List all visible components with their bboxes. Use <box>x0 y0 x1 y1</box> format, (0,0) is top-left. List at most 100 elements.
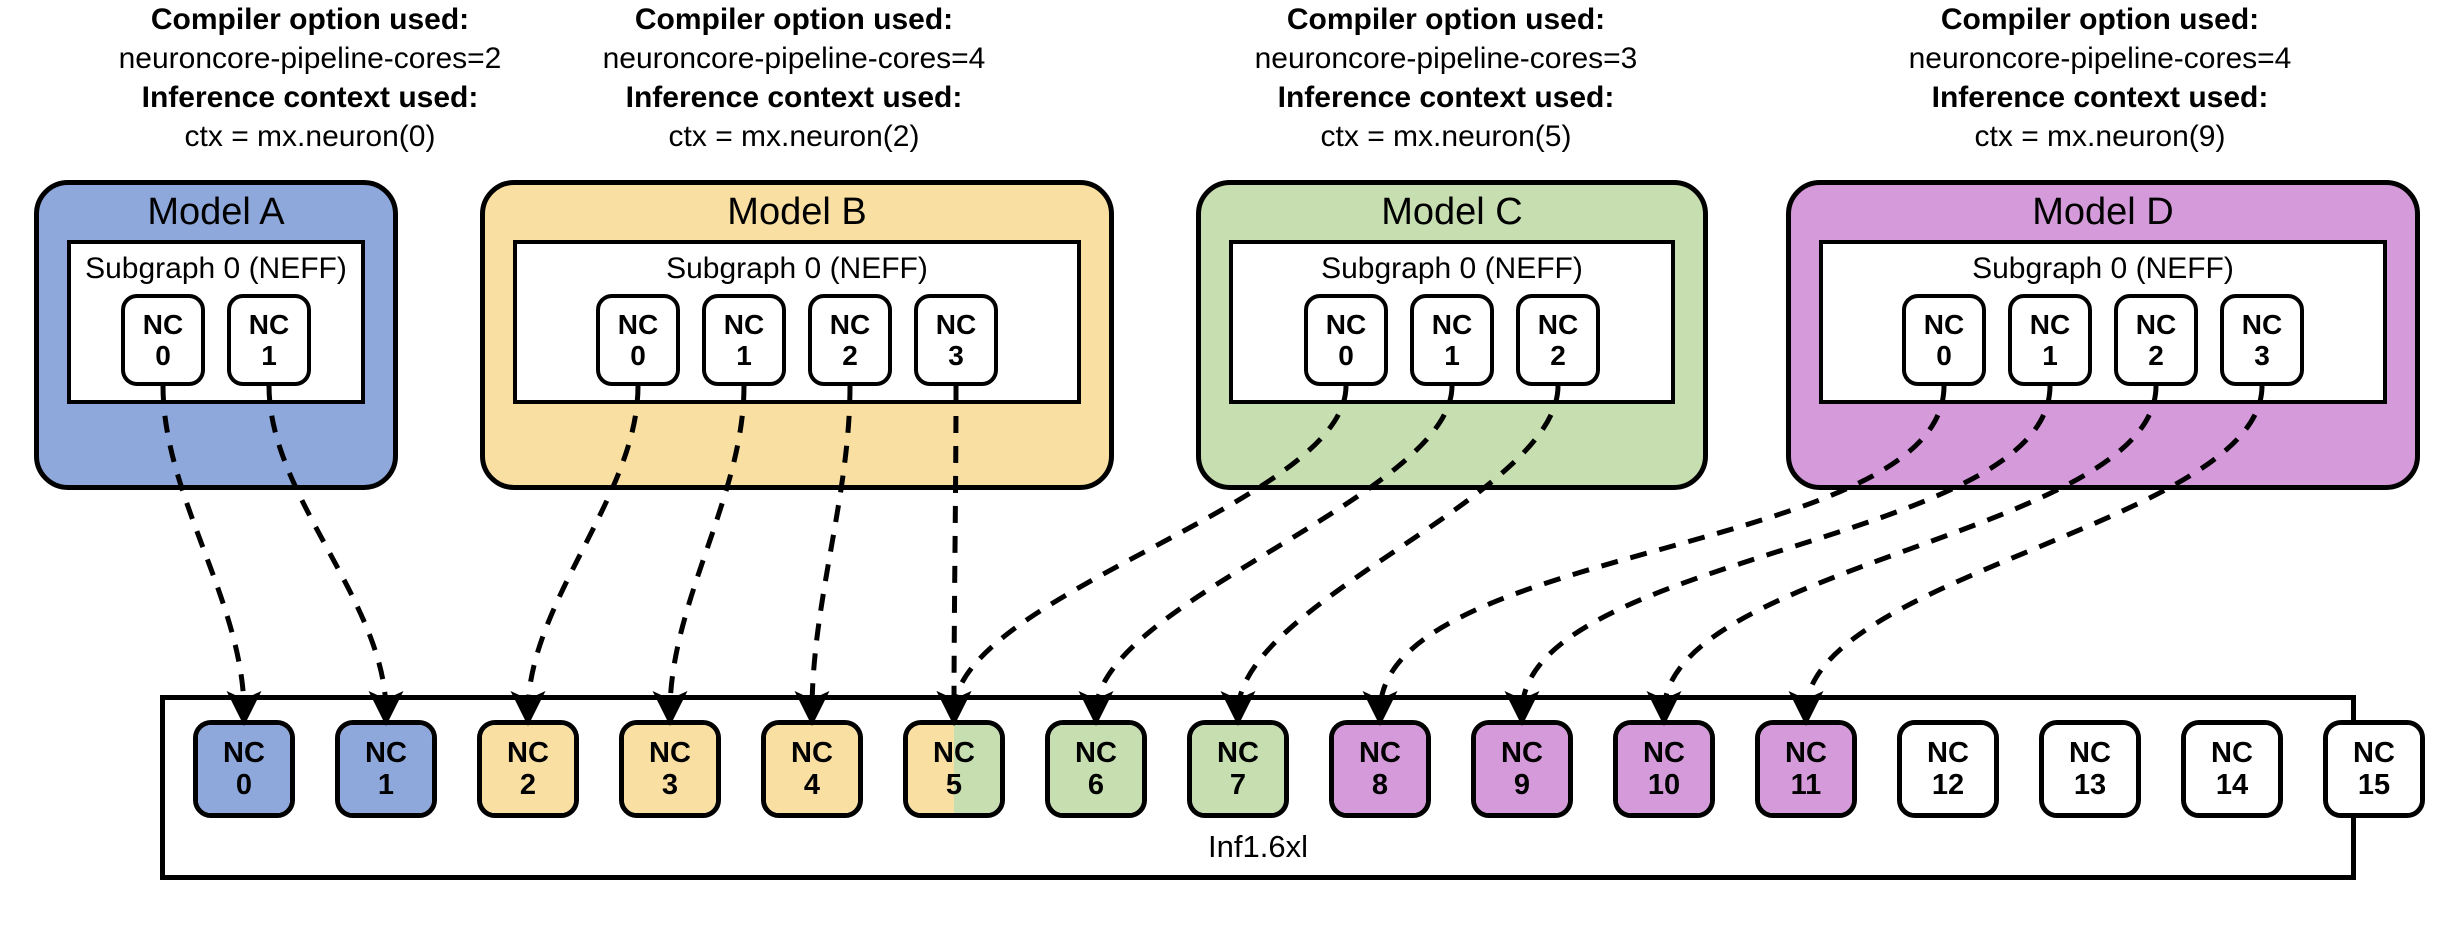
nc-label: NC <box>2135 308 2177 340</box>
subgraph-box: Subgraph 0 (NEFF) NC 0 NC 1 NC 2 NC 3 <box>513 239 1081 404</box>
inference-context-value: ctx = mx.neuron(5) <box>1320 120 1572 153</box>
nc-label: NC <box>723 308 765 340</box>
core-fill <box>1050 725 1142 813</box>
compiler-option-value: neuroncore-pipeline-cores=4 <box>602 42 986 75</box>
inference-context-value: ctx = mx.neuron(9) <box>1974 120 2226 153</box>
compiler-option-value: neuroncore-pipeline-cores=2 <box>118 42 502 75</box>
neuroncore-chiclet[interactable]: NC 2 <box>808 293 892 386</box>
nc-number: 1 <box>377 769 395 801</box>
core-fill <box>198 725 290 813</box>
neuroncore-chiclet[interactable]: NC 0 <box>121 293 205 386</box>
nc-number: 11 <box>1790 769 1822 801</box>
nc-number: 4 <box>803 769 821 801</box>
nc-number: 9 <box>1513 769 1531 801</box>
compiler-option-label: Compiler option used: <box>1940 3 2260 36</box>
core-fill <box>1334 725 1426 813</box>
nc-label: NC <box>142 308 184 340</box>
neuroncore-chiclet[interactable]: NC 1 <box>1410 293 1494 386</box>
neuroncore-chiclet[interactable]: NC 0 <box>596 293 680 386</box>
neuroncore-row: NC 0 NC 1 NC 2 NC 3 <box>596 293 998 386</box>
nc-label: NC <box>1927 736 1969 769</box>
neuroncore-row: NC 0 NC 1 <box>121 293 311 386</box>
nc-label: NC <box>365 736 407 769</box>
neuroncore-chiclet[interactable]: NC 1 <box>227 293 311 386</box>
nc-number: 5 <box>945 769 963 801</box>
core-fill-right <box>954 725 1000 813</box>
inference-context-label: Inference context used: <box>1277 81 1615 114</box>
nc-label: NC <box>1501 736 1543 769</box>
neuroncore-chiclet[interactable]: NC 0 <box>1902 293 1986 386</box>
subgraph-title: Subgraph 0 (NEFF) <box>1321 251 1583 285</box>
neuroncore-chiclet[interactable]: NC 0 <box>1304 293 1388 386</box>
model-card-a[interactable]: Model A Subgraph 0 (NEFF) NC 0 NC 1 <box>34 180 398 490</box>
compiler-option-value: neuroncore-pipeline-cores=3 <box>1254 42 1638 75</box>
neuroncore-chiclet[interactable]: NC 1 <box>702 293 786 386</box>
model-card-b[interactable]: Model B Subgraph 0 (NEFF) NC 0 NC 1 NC 2… <box>480 180 1114 490</box>
nc-number: 3 <box>2254 339 2270 371</box>
nc-label: NC <box>933 736 975 769</box>
subgraph-box: Subgraph 0 (NEFF) NC 0 NC 1 NC 2 NC 3 <box>1819 239 2387 404</box>
core-fill <box>1902 725 1994 813</box>
core-fill <box>2328 725 2420 813</box>
core-fill <box>340 725 432 813</box>
nc-number: 0 <box>155 339 171 371</box>
caption-model-b: Compiler option used: neuroncore-pipelin… <box>484 0 1104 156</box>
nc-number: 2 <box>519 769 537 801</box>
nc-label: NC <box>2211 736 2253 769</box>
nc-number: 3 <box>948 339 964 371</box>
nc-label: NC <box>2353 736 2395 769</box>
caption-model-d: Compiler option used: neuroncore-pipelin… <box>1790 0 2410 156</box>
neuroncore-chiclet[interactable]: NC 2 <box>1516 293 1600 386</box>
nc-label: NC <box>791 736 833 769</box>
nc-number: 15 <box>2357 769 2391 801</box>
neuroncore-chiclet[interactable]: NC 1 <box>2008 293 2092 386</box>
nc-label: NC <box>2069 736 2111 769</box>
nc-label: NC <box>507 736 549 769</box>
neuroncore-chiclet[interactable]: NC 2 <box>2114 293 2198 386</box>
model-title: Model C <box>1381 191 1523 233</box>
nc-number: 0 <box>235 769 253 801</box>
neuroncore-chiclet[interactable]: NC 3 <box>914 293 998 386</box>
nc-label: NC <box>1923 308 1965 340</box>
nc-number: 2 <box>1550 339 1566 371</box>
model-title: Model A <box>147 191 285 233</box>
model-card-c[interactable]: Model C Subgraph 0 (NEFF) NC 0 NC 1 NC 2 <box>1196 180 1708 490</box>
nc-label: NC <box>248 308 290 340</box>
compiler-option-label: Compiler option used: <box>1286 3 1606 36</box>
neuroncore-row: NC 0 NC 1 NC 2 NC 3 <box>1902 293 2304 386</box>
core-fill <box>1618 725 1710 813</box>
nc-label: NC <box>2029 308 2071 340</box>
neuroncore-chiclet[interactable]: NC 3 <box>2220 293 2304 386</box>
nc-label: NC <box>1431 308 1473 340</box>
subgraph-box: Subgraph 0 (NEFF) NC 0 NC 1 NC 2 <box>1229 239 1675 404</box>
nc-number: 1 <box>736 339 752 371</box>
nc-number: 3 <box>661 769 679 801</box>
nc-label: NC <box>1325 308 1367 340</box>
nc-number: 1 <box>261 339 277 371</box>
nc-label: NC <box>829 308 871 340</box>
caption-model-a: Compiler option used: neuroncore-pipelin… <box>0 0 620 156</box>
nc-label: NC <box>935 308 977 340</box>
model-title: Model B <box>727 191 867 233</box>
subgraph-title: Subgraph 0 (NEFF) <box>85 251 347 285</box>
model-card-d[interactable]: Model D Subgraph 0 (NEFF) NC 0 NC 1 NC 2… <box>1786 180 2420 490</box>
